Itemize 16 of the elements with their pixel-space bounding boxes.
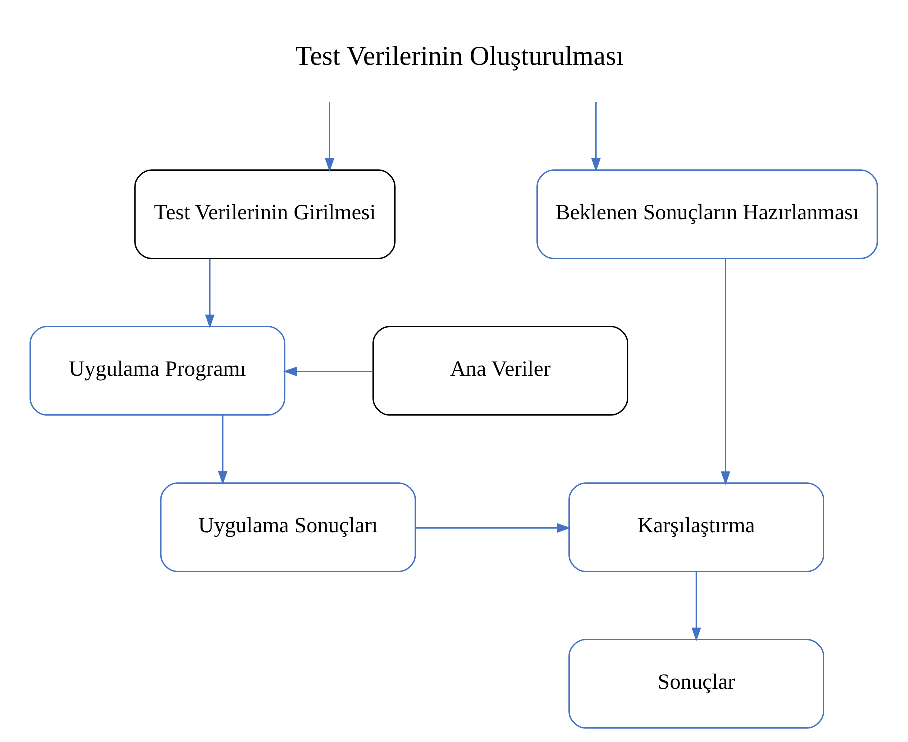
node-text: Test Verilerinin Oluşturulması (296, 40, 624, 71)
node-box: Ana Veriler (372, 326, 629, 416)
node-box: Beklenen Sonuçların Hazırlanması (536, 170, 878, 260)
arrow (721, 259, 731, 486)
node-box: Sonuçlar (568, 639, 824, 729)
arrow (692, 572, 702, 642)
arrow (205, 258, 215, 329)
arrow (325, 102, 335, 172)
arrow (591, 102, 601, 172)
arrow (416, 523, 572, 533)
node-box: Uygulama Sonuçları (160, 482, 416, 572)
arrow (218, 415, 228, 486)
node-box: Test Verilerinin Girilmesi (134, 170, 396, 260)
node-box: Karşılaştırma (568, 482, 824, 572)
arrow (283, 366, 373, 376)
node-box: Uygulama Programı (30, 326, 286, 416)
